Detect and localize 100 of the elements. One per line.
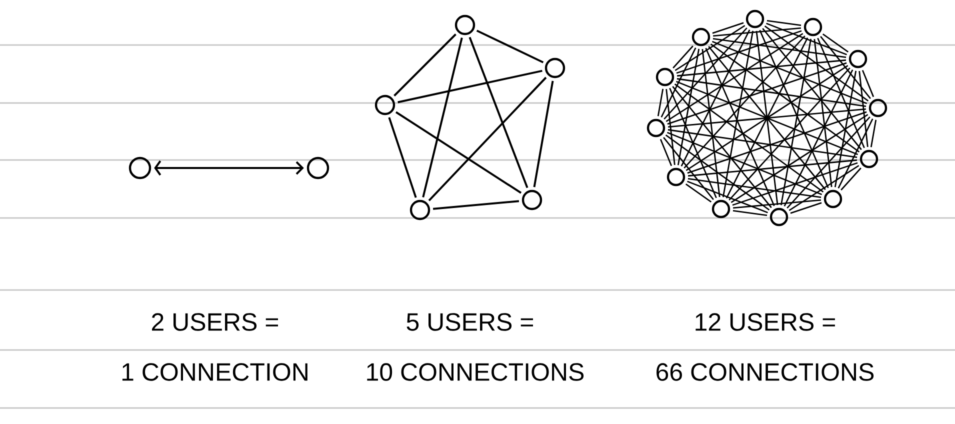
connection-line [684,35,806,169]
connection-line [702,48,720,198]
connection-line [822,33,849,53]
connection-line [790,202,822,214]
connection-line [394,34,456,96]
connection-line [710,44,860,152]
connection-line [784,70,854,206]
connection-line [680,30,750,166]
connection-line [705,48,775,206]
user-circle [848,50,868,68]
user-circle [522,190,542,210]
connection-line [657,88,664,116]
connection-line [398,70,542,104]
connection-line [672,46,694,68]
caption-text: 2 USERS = [152,313,278,331]
connection-line [788,164,860,212]
connection-line [665,134,770,210]
connection-line [786,116,870,209]
connection-line [726,37,808,199]
user-circle [410,200,430,220]
connection-line [756,30,778,206]
connection-line [667,62,847,125]
user-circle [692,28,710,46]
user-circle [656,68,674,86]
user-circle [860,150,878,168]
user-circle [374,94,396,116]
connection-line [672,86,772,208]
connection-line [730,114,868,204]
connection-line [870,120,877,148]
connection-line [476,30,544,64]
connection-line [668,129,858,158]
connection-line [759,30,829,188]
connection-line [668,108,866,128]
connection-line [666,132,822,196]
connection-line [780,38,812,206]
connection-line [713,27,802,37]
user-circle [544,58,566,78]
connection-line [432,200,520,210]
connection-line [660,48,696,118]
connection-line [468,36,528,188]
connection-line [733,199,822,209]
user-circle [868,98,888,118]
connection-arrow [154,160,304,176]
connection-line [764,26,869,102]
connection-line [685,183,712,203]
caption-text: 10 CONNECTIONS [367,363,584,381]
connection-line [663,137,714,200]
connection-line [817,38,865,148]
user-circle [746,10,764,28]
connection-line [660,138,672,166]
connection-line [834,70,857,188]
connection-line [858,70,868,148]
user-circle [454,14,476,36]
connection-line [677,48,700,166]
connection-line [422,38,463,198]
connection-line [814,38,832,188]
connection-line [664,27,748,120]
user-circle [646,118,666,138]
connection-line [428,76,547,202]
caption-text: 12 USERS = [696,313,835,331]
connection-line [666,32,804,122]
connection-line [762,28,862,150]
connection-line [688,159,858,177]
connection-line [728,67,850,201]
connection-line [669,88,717,198]
connection-line [838,118,874,188]
user-circle [824,190,842,208]
connection-line [666,88,676,166]
connection-line [388,117,417,198]
connection-line [712,40,868,104]
connection-line [688,178,822,198]
caption-text: 1 CONNECTION [122,363,308,381]
connection-line [732,162,858,206]
connection-line [674,24,746,72]
connection-line [820,36,871,99]
connection-line [732,210,768,216]
connection-line [708,46,826,190]
connection-line [686,65,848,171]
connection-line [687,111,867,174]
connection-line [840,168,862,190]
user-circle [712,200,730,218]
caption-text: 66 CONNECTIONS [656,363,874,381]
connection-line [766,22,847,56]
caption-text: 5 USERS = [406,313,533,331]
user-circle [666,168,686,186]
connection-line [687,180,768,214]
connection-line [766,20,802,26]
connection-line [676,78,866,107]
connection-line [395,111,522,194]
user-circle [306,156,330,180]
connection-line [676,30,802,74]
user-circle [128,156,152,180]
connection-line [862,70,874,98]
connection-line [533,80,554,188]
connection-line [676,80,858,156]
connection-line [722,30,754,198]
connection-line [712,38,846,58]
connection-line [674,84,824,192]
user-circle [770,208,788,226]
user-circle [804,18,822,36]
